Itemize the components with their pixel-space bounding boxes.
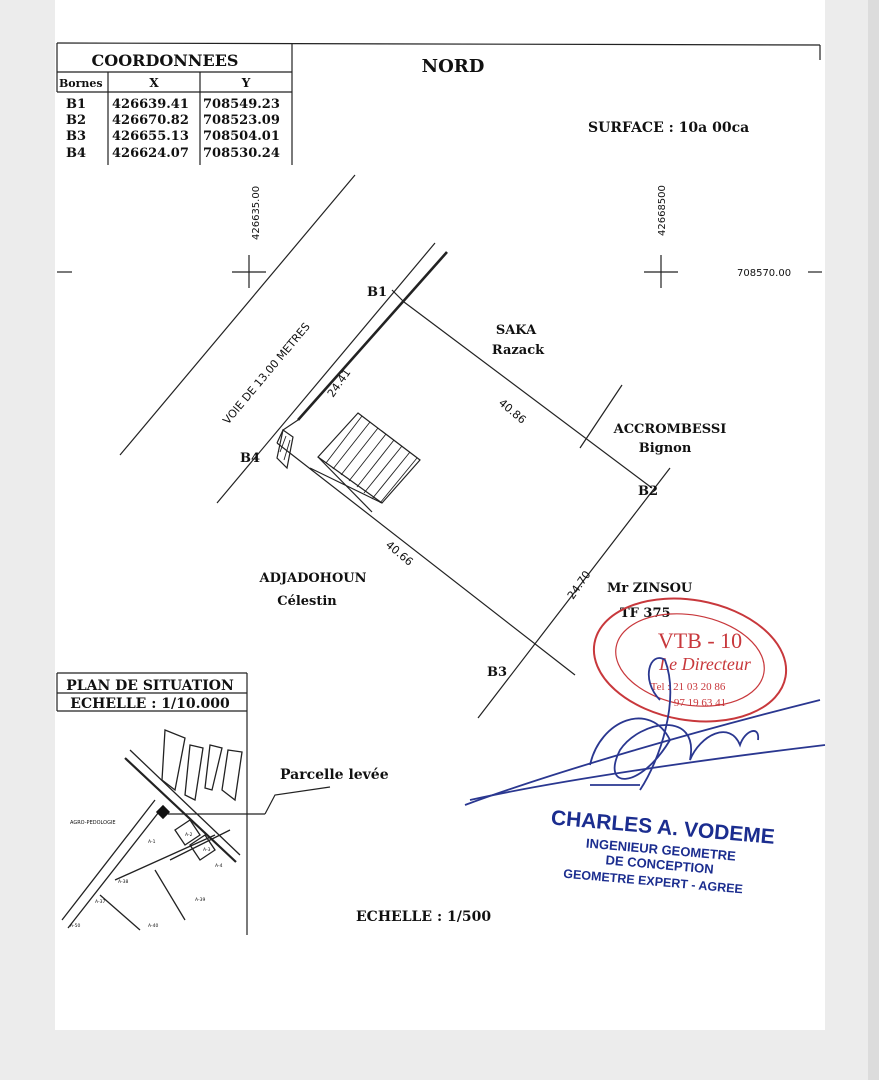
row-b1-x: 426639.41: [112, 97, 189, 112]
lot-label: A-40: [148, 923, 158, 929]
parcel-lines: [119, 174, 671, 719]
north-label: NORD: [422, 56, 485, 77]
parcel-pointer-label: Parcelle levée: [280, 767, 389, 783]
row-b3-borne: B3: [66, 129, 86, 144]
stamp-tel2: 97 19 63 41: [674, 697, 726, 709]
situation-plan: PLAN DE SITUATION ECHELLE : 1/10.000 AGR…: [56, 672, 389, 935]
row-b1-borne: B1: [66, 97, 86, 112]
borne-b1: B1: [367, 285, 387, 300]
neighbor-east-first: Bignon: [639, 441, 692, 456]
row-b2-borne: B2: [66, 113, 86, 128]
grid-label-x1: 426635.00: [251, 186, 262, 240]
building-hatch: [279, 415, 418, 504]
row-b2-x: 426670.82: [112, 113, 189, 128]
neighbor-north-name: SAKA: [496, 323, 537, 338]
lot-label: A-38: [118, 879, 128, 885]
surveyor-stamp: CHARLES A. VODEME INGENIEUR GEOMETRE DE …: [550, 806, 776, 896]
neighbor-west-first: Célestin: [277, 594, 337, 609]
borne-labels: B1 B2 B3 B4: [240, 285, 658, 680]
row-b4-y: 708530.24: [203, 146, 280, 161]
grid-label-y1: 708570.00: [737, 268, 791, 279]
row-b2-y: 708523.09: [203, 113, 280, 128]
neighbor-east-name: ACCROMBESSI: [613, 422, 727, 437]
borne-b2: B2: [638, 484, 658, 499]
stamp-tel1: Tel : 21 03 20 86: [651, 681, 726, 693]
neighbor-north-first: Razack: [492, 343, 545, 358]
neighbor-labels: SAKA Razack ACCROMBESSI Bignon ADJADOHOU…: [258, 323, 726, 621]
frame: [56, 42, 822, 273]
header-bornes: Bornes: [59, 77, 103, 90]
situation-scale: ECHELLE : 1/10.000: [70, 696, 230, 712]
stamp-title: Le Directeur: [658, 654, 752, 674]
row-b3-x: 426655.13: [112, 129, 189, 144]
borne-b3: B3: [487, 665, 507, 680]
grid-crosses: [232, 255, 678, 288]
grid-label-x2: 42668500: [657, 185, 668, 236]
stamp-code: VTB - 10: [658, 628, 742, 653]
distance-b2-b3: 24.70: [565, 568, 594, 601]
lot-label: A-4: [215, 863, 223, 869]
company-stamp: VTB - 10 Le Directeur Tel : 21 03 20 86 …: [592, 597, 788, 723]
survey-plan-sheet: [55, 0, 825, 1030]
coordinates-table: COORDONNEES Bornes X Y B1 426639.41 7085…: [56, 43, 293, 165]
map-label: AGRO-PEDOLOGIE: [70, 820, 116, 826]
lot-label: A-1: [148, 839, 156, 845]
lot-label: A-37: [95, 899, 105, 905]
distance-b1-b2: 40.86: [496, 396, 528, 426]
road-label: VOIE DE 13.00 METRES: [220, 320, 312, 427]
lot-label: A-39: [195, 897, 205, 903]
row-b4-x: 426624.07: [112, 146, 189, 161]
header-x: X: [149, 76, 159, 90]
surface-label: SURFACE : 10a 00ca: [588, 120, 749, 136]
plan-scale: ECHELLE : 1/500: [356, 909, 491, 925]
signature: [464, 657, 826, 806]
row-b1-y: 708549.23: [203, 97, 280, 112]
row-b3-y: 708504.01: [203, 129, 280, 144]
neighbor-south-name: Mr ZINSOU: [607, 581, 693, 596]
page-edge: [868, 0, 879, 1080]
neighbor-south-title: TF 375: [620, 606, 671, 621]
lot-label: A-50: [70, 923, 80, 929]
header-y: Y: [241, 76, 251, 90]
neighbor-west-name: ADJADOHOUN: [258, 571, 366, 586]
distance-b4-b3: 40.66: [383, 538, 415, 568]
coords-title: COORDONNEES: [92, 51, 239, 70]
distance-labels: 24.41 40.86 40.66 24.70: [325, 366, 594, 601]
lot-label: A-3: [203, 847, 211, 853]
borne-b4: B4: [240, 451, 260, 466]
row-b4-borne: B4: [66, 146, 86, 161]
lot-label: A-2: [185, 832, 193, 838]
situation-title: PLAN DE SITUATION: [66, 678, 234, 694]
